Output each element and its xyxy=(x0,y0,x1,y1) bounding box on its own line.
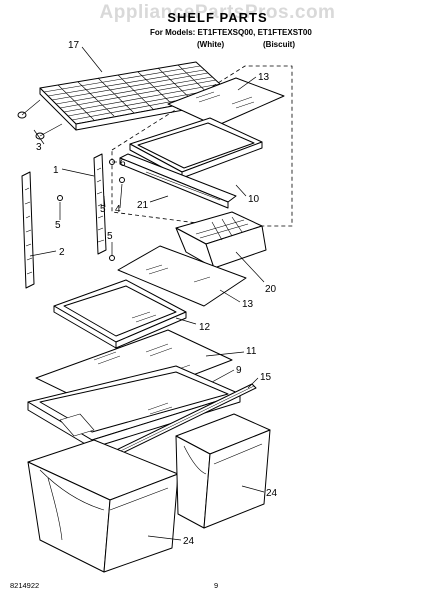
variant-white: (White) xyxy=(197,40,225,49)
callout-20: 20 xyxy=(265,284,277,295)
callout-3: 3 xyxy=(36,142,42,153)
callout-11: 11 xyxy=(246,346,257,357)
part-24-left-drawer xyxy=(27,439,179,573)
part-12-framed-shelf xyxy=(53,279,187,349)
callout-1: 1 xyxy=(53,165,59,176)
part-3-end-caps xyxy=(17,99,63,140)
callout-5-side: 5 xyxy=(55,220,61,231)
page-number: 9 xyxy=(214,581,219,590)
document-number: 8214922 xyxy=(10,581,40,590)
callout-17: 17 xyxy=(68,40,80,51)
callout-9: 9 xyxy=(236,365,242,376)
callout-5-rail: 5 xyxy=(100,204,106,215)
watermark: AppliancePartsPros.com xyxy=(99,2,336,23)
callout-24-left: 24 xyxy=(183,536,195,547)
callout-4: 4 xyxy=(115,204,121,215)
callout-15: 15 xyxy=(260,372,272,383)
assembly-outline xyxy=(111,65,293,227)
callout-numbers: 17 13 3 1 6 5 4 21 10 5 2 5 20 13 12 11 … xyxy=(36,40,278,547)
part-24-right-drawer xyxy=(175,413,271,529)
part-2-side-rail xyxy=(21,171,35,289)
diagram-title: SHELF PARTS xyxy=(167,10,268,25)
leader-lines xyxy=(29,46,265,541)
callout-10: 10 xyxy=(248,194,260,205)
screws xyxy=(57,159,125,261)
callout-24-right: 24 xyxy=(266,488,278,499)
callout-2: 2 xyxy=(59,247,65,258)
callout-5-lower: 5 xyxy=(107,231,113,242)
variant-biscuit: (Biscuit) xyxy=(263,40,295,49)
callout-21: 21 xyxy=(137,200,149,211)
part-17-wire-shelf xyxy=(39,61,233,131)
part-13-lower-glass xyxy=(117,245,247,307)
callout-13-upper: 13 xyxy=(258,72,270,83)
callout-12: 12 xyxy=(199,322,211,333)
part-1-shelf-rail xyxy=(93,153,107,255)
part-13-upper-glass xyxy=(167,77,285,127)
part-10-shelf-frame xyxy=(119,117,263,209)
callout-13-lower: 13 xyxy=(242,299,254,310)
models-line: For Models: ET1FTEXSQ00, ET1FTEXST00 xyxy=(150,28,312,37)
callout-6: 6 xyxy=(120,158,126,169)
